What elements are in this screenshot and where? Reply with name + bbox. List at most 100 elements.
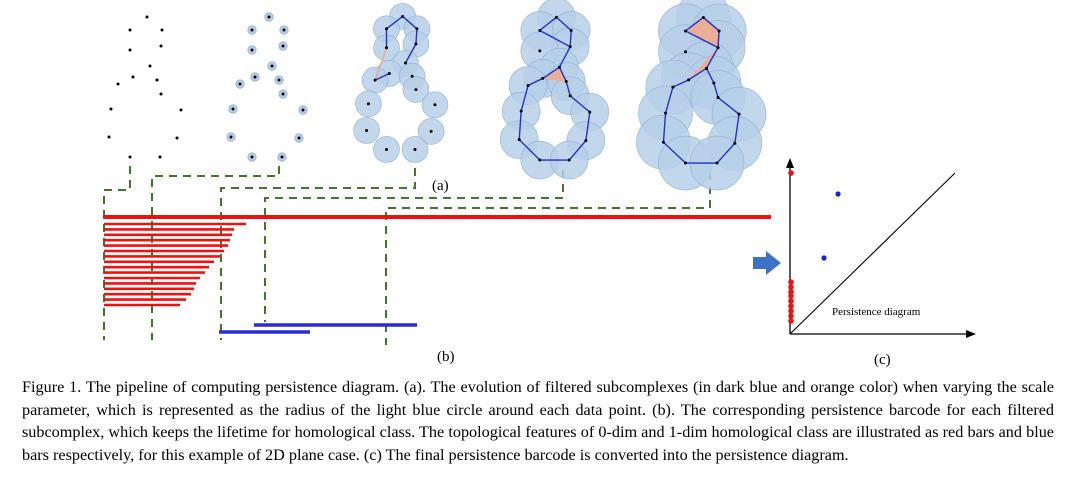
simplex-edge xyxy=(705,47,719,69)
simplex-edge xyxy=(374,72,390,81)
data-point xyxy=(401,14,405,18)
data-point xyxy=(277,78,281,82)
persistence-diagram xyxy=(753,158,976,338)
data-point xyxy=(414,88,418,92)
data-point xyxy=(128,48,132,52)
data-point xyxy=(717,29,721,33)
data-point xyxy=(250,48,254,52)
panel-label-a: (a) xyxy=(432,178,449,194)
simplex-edge xyxy=(717,30,720,48)
simplex-edge xyxy=(386,15,404,30)
data-point xyxy=(281,44,285,48)
simplex-edge xyxy=(558,46,571,68)
data-point xyxy=(716,96,720,100)
stage-3 xyxy=(353,3,449,163)
diagram-point-red xyxy=(788,313,794,319)
simplex-edge xyxy=(713,82,719,98)
simplex-edge xyxy=(527,77,544,87)
diagram-point-red xyxy=(788,308,794,314)
data-point xyxy=(414,42,418,46)
data-point xyxy=(433,103,437,107)
data-point xyxy=(253,75,257,79)
data-point xyxy=(538,28,542,32)
dashed-connector xyxy=(220,168,416,340)
data-point xyxy=(107,135,111,139)
simplex-edge xyxy=(664,86,674,114)
data-point xyxy=(526,84,530,88)
data-point xyxy=(281,92,285,96)
dashed-connector xyxy=(151,166,280,340)
data-point xyxy=(588,110,592,114)
diagram-point-red xyxy=(788,303,794,309)
simplex-edge xyxy=(539,16,557,32)
data-point xyxy=(387,71,391,75)
dashed-connector xyxy=(103,166,131,340)
stage-4 xyxy=(499,0,610,180)
data-point xyxy=(250,155,254,159)
simplex-edge xyxy=(716,142,736,164)
panel-label-c: (c) xyxy=(874,352,891,368)
simplex-edge xyxy=(585,111,591,141)
simplex-edge xyxy=(688,67,707,81)
data-point xyxy=(684,29,687,33)
data-point xyxy=(109,107,113,111)
simplex-edge xyxy=(662,141,686,164)
diagram-point-red xyxy=(788,170,794,176)
simplex-edge xyxy=(404,43,417,64)
stage-5 xyxy=(636,0,767,191)
simplex-edge-orange xyxy=(374,47,388,81)
data-point xyxy=(538,158,542,162)
simplex-edge xyxy=(542,66,560,80)
y-axis-arrowhead xyxy=(786,158,794,168)
simplex-edge xyxy=(734,114,740,144)
diagram-point-red xyxy=(788,318,794,324)
data-point xyxy=(568,94,572,98)
data-point xyxy=(684,161,687,165)
data-point xyxy=(687,78,691,82)
data-point xyxy=(145,15,149,19)
dashed-connectors xyxy=(103,166,711,345)
simplex-edge xyxy=(717,96,740,115)
data-point xyxy=(373,78,377,82)
data-point xyxy=(229,135,233,139)
diagonal-line xyxy=(789,172,956,335)
x-axis-arrowhead xyxy=(966,330,976,338)
simplex-edge xyxy=(569,30,572,47)
data-point xyxy=(584,139,588,143)
diagram-point-red xyxy=(788,298,794,304)
data-point xyxy=(297,136,301,140)
simplex-edge xyxy=(415,28,418,45)
data-point xyxy=(128,155,132,159)
data-point xyxy=(429,129,433,133)
diagram-title: Persistence diagram xyxy=(832,306,921,318)
data-point xyxy=(270,64,274,68)
data-point xyxy=(267,15,271,19)
simplex-edge xyxy=(685,16,704,32)
data-point xyxy=(385,147,388,151)
diagram-point-red xyxy=(788,289,794,295)
data-point xyxy=(128,28,132,32)
data-point xyxy=(671,85,675,89)
data-point xyxy=(701,15,705,19)
data-point xyxy=(116,82,120,86)
simplex-edge xyxy=(702,16,720,32)
persistence-barcode xyxy=(103,215,771,334)
data-point xyxy=(231,107,235,111)
data-point xyxy=(684,50,687,54)
data-point xyxy=(413,147,417,151)
data-point xyxy=(568,45,572,49)
simplex-edge xyxy=(705,68,715,84)
data-point xyxy=(159,92,163,96)
simplex-edge xyxy=(558,66,567,82)
data-point xyxy=(159,44,163,48)
simplex-edge xyxy=(539,29,571,48)
diagram-point-red xyxy=(788,293,794,299)
figure-caption: Figure 1. The pipeline of computing pers… xyxy=(22,378,1054,464)
data-point xyxy=(519,109,523,113)
data-point xyxy=(557,65,561,69)
simplex-edge xyxy=(520,85,529,112)
simplex-edge xyxy=(568,140,587,161)
data-point xyxy=(712,81,716,85)
panel-label-b: (b) xyxy=(437,349,455,365)
data-point xyxy=(385,27,388,31)
